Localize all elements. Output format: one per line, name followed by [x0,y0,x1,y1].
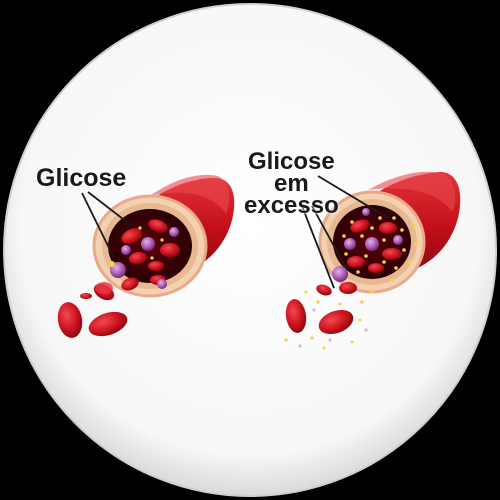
label-glicose-em-excesso: Glicose em excesso [244,148,339,219]
pointer-line-left-1 [81,192,115,259]
pointer-line-left-2 [87,191,133,227]
background-disc [3,3,497,497]
label-right-line-2: em [274,170,309,197]
vessel-left [57,174,235,338]
pointer-line-right-2 [301,205,335,289]
pointer-line-right-3 [311,205,347,269]
vessel-right [284,171,461,350]
label-right-line-1: Glicose [248,148,335,175]
label-right-line-3: excesso [244,192,339,219]
pointer-line-right-1 [317,175,389,219]
label-glicose: Glicose [36,164,127,192]
